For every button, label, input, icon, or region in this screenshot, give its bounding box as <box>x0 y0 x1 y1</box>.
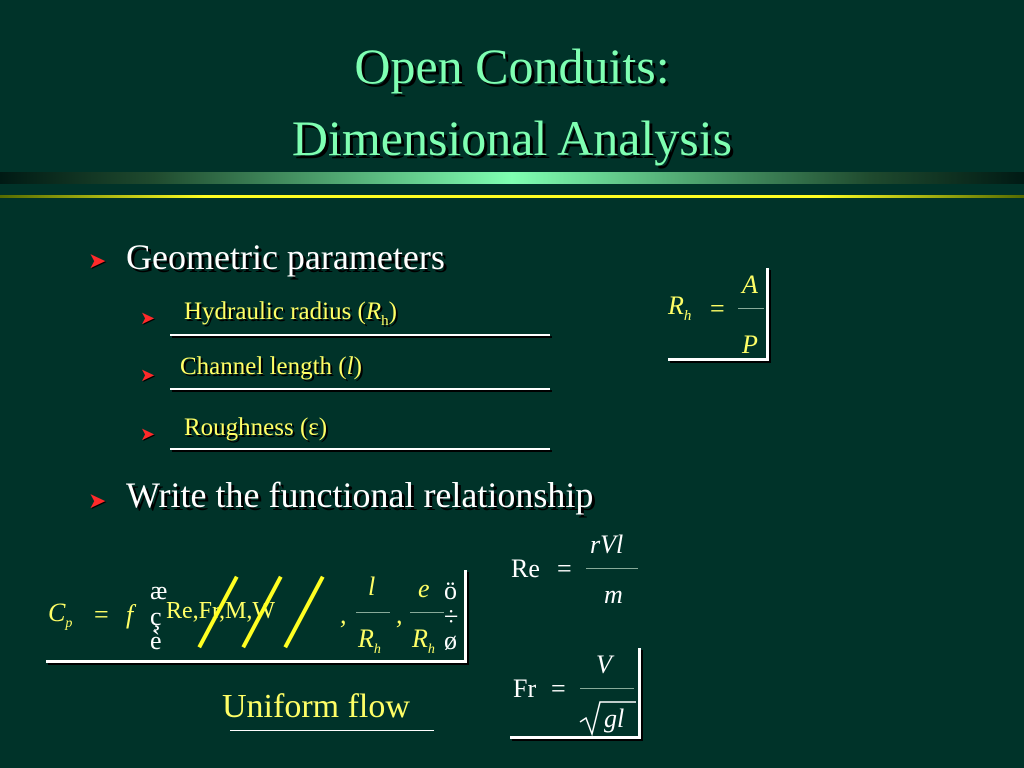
eq-cp-rh-denominator-2: Rh <box>412 624 435 658</box>
equation-box-froude <box>510 648 641 739</box>
hydraulic-radius-close: ) <box>388 298 397 325</box>
fraction-bar <box>738 308 764 309</box>
eq-re-denominator: m <box>604 580 623 609</box>
eq-rh-numerator: A <box>742 270 758 299</box>
fill-in-blank-line <box>170 334 550 336</box>
fraction-bar <box>580 688 634 689</box>
channel-length-symbol: l <box>346 353 354 380</box>
eq-cp-paren-open-top: æ <box>150 576 168 605</box>
eq-rh-denominator: P <box>742 330 758 359</box>
caption-uniform-flow: Uniform flow <box>222 688 410 725</box>
sub-bullet-hydraulic-radius: Hydraulic radius (Rh) <box>184 298 397 330</box>
eq-cp-comma-2: , <box>396 600 403 629</box>
eq-fr-equals: = <box>551 674 566 703</box>
eq-cp-function: f <box>126 600 134 629</box>
hydraulic-radius-subscript: h <box>381 313 389 329</box>
bullet-functional-relationship: Write the functional relationship <box>126 475 594 515</box>
hydraulic-radius-label: Hydraulic radius ( <box>184 298 366 325</box>
square-root-icon <box>579 701 636 737</box>
eq-cp-equals: = <box>94 600 109 629</box>
equation-box-pressure-coefficient <box>46 570 467 663</box>
eq-cp-paren-close-top: ö <box>444 576 457 605</box>
fill-in-blank-line <box>170 388 550 390</box>
arrowhead-bullet-icon: ➤ <box>140 308 156 328</box>
fraction-bar <box>356 612 390 613</box>
eq-cp-l-numerator: l <box>368 572 376 601</box>
eq-rh-lhs: Rh <box>668 291 692 325</box>
hydraulic-radius-symbol: R <box>365 298 382 325</box>
bullet-geometric-parameters: Geometric parameters <box>126 237 445 277</box>
fraction-bar <box>410 612 444 613</box>
eq-fr-lhs: Fr <box>513 674 537 703</box>
eq-cp-paren-open-bot: è <box>150 626 162 655</box>
title-line-1: Open Conduits: <box>354 38 670 94</box>
fill-in-blank-line <box>170 448 550 450</box>
fraction-bar <box>586 568 638 569</box>
eq-fr-numerator: V <box>596 650 612 679</box>
eq-fr-denominator: gl <box>604 704 625 733</box>
eq-re-lhs: Re <box>511 554 540 583</box>
arrowhead-bullet-icon: ➤ <box>88 248 107 273</box>
eq-cp-rh-denominator-1: Rh <box>358 624 381 658</box>
title-gradient-rule <box>0 172 1024 184</box>
equation-box-hydraulic-radius <box>668 268 769 361</box>
arrowhead-bullet-icon: ➤ <box>88 488 107 513</box>
sub-bullet-roughness: Roughness (ε) <box>184 414 328 441</box>
caption-underline <box>230 730 434 731</box>
arrowhead-bullet-icon: ➤ <box>140 424 156 444</box>
channel-length-close: ) <box>353 353 362 380</box>
eq-cp-eps-numerator: e <box>418 574 430 603</box>
eq-cp-paren-open-mid: ç <box>150 602 162 631</box>
arrowhead-bullet-icon: ➤ <box>140 365 156 385</box>
eq-re-equals: = <box>557 554 572 583</box>
eq-cp-paren-close-bot: ø <box>444 626 457 655</box>
eq-re-numerator: rVl <box>590 530 624 559</box>
title-line-2: Dimensional Analysis <box>291 110 733 166</box>
eq-cp-paren-close-mid: ÷ <box>444 602 459 631</box>
eq-rh-equals: = <box>710 294 725 323</box>
channel-length-label: Channel length ( <box>180 353 347 380</box>
eq-cp-lhs: Cp <box>48 598 73 632</box>
eq-cp-comma: , <box>340 600 347 629</box>
title-yellow-rule <box>0 195 1024 198</box>
sub-bullet-channel-length: Channel length (l) <box>180 353 362 381</box>
